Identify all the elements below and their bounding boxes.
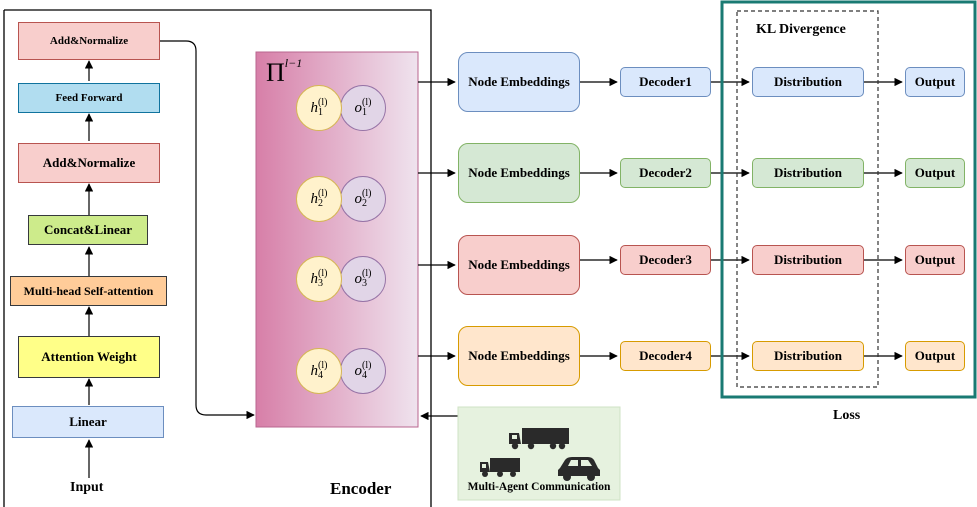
decoder-2: Decoder2	[620, 158, 711, 188]
add-normalize-top-label: Add&Normalize	[49, 35, 129, 47]
h-node-4: h(l)4	[296, 348, 342, 394]
distribution-1: Distribution	[752, 67, 864, 97]
pi-superscript: l−1	[284, 56, 303, 70]
o-node-2: o(l)2	[340, 176, 386, 222]
small-truck-icon	[480, 458, 520, 477]
feed-forward-label: Feed Forward	[55, 92, 123, 104]
mhsa-label: Multi-head Self-attention	[23, 283, 154, 298]
node-embeddings-3: Node Embeddings	[458, 235, 580, 295]
distribution-3: Distribution	[752, 245, 864, 275]
add-normalize-box: Add&Normalize	[18, 143, 160, 183]
pi-symbol: Πl−1	[266, 56, 302, 88]
communication-label: Multi-Agent Communication	[467, 481, 611, 493]
linear-box: Linear	[12, 406, 164, 438]
o-node-3: o(l)3	[340, 256, 386, 302]
h-node-1: h(l)1	[296, 85, 342, 131]
h-node-2: h(l)2	[296, 176, 342, 222]
car-icon	[558, 457, 600, 481]
o-node-1: o(l)1	[340, 85, 386, 131]
concat-linear-label: Concat&Linear	[43, 222, 133, 237]
output-3: Output	[905, 245, 965, 275]
concat-linear-box: Concat&Linear	[28, 215, 148, 245]
o-node-4: o(l)4	[340, 348, 386, 394]
kl-divergence-label: KL Divergence	[756, 22, 846, 37]
h-node-3: h(l)3	[296, 256, 342, 302]
loss-label: Loss	[833, 408, 861, 423]
pi-glyph: Π	[266, 58, 285, 87]
add-normalize-label: Add&Normalize	[42, 155, 136, 170]
decoder-3: Decoder3	[620, 245, 711, 275]
encoder-frame	[4, 9, 432, 507]
truck-icon	[509, 428, 569, 450]
output-4: Output	[905, 341, 965, 371]
encoder-title: Encoder	[330, 479, 392, 498]
attention-weight-label: Attention Weight	[41, 349, 137, 364]
distribution-2: Distribution	[752, 158, 864, 188]
kl-divergence-box	[736, 10, 879, 388]
mhsa-box: Multi-head Self-attention	[10, 276, 167, 306]
output-1: Output	[905, 67, 965, 97]
linear-label: Linear	[69, 414, 107, 429]
loss-box	[720, 0, 977, 399]
decoder-4: Decoder4	[620, 341, 711, 371]
input-label: Input	[70, 480, 104, 495]
feed-forward-box: Feed Forward	[18, 83, 160, 113]
decoder-1: Decoder1	[620, 67, 711, 97]
output-2: Output	[905, 158, 965, 188]
attention-weight-box: Attention Weight	[18, 336, 160, 378]
node-embeddings-1: Node Embeddings	[458, 52, 580, 112]
communication-panel	[457, 406, 621, 501]
node-embeddings-4: Node Embeddings	[458, 326, 580, 386]
add-normalize-top-box: Add&Normalize	[18, 22, 160, 60]
node-embeddings-2: Node Embeddings	[458, 143, 580, 203]
distribution-4: Distribution	[752, 341, 864, 371]
